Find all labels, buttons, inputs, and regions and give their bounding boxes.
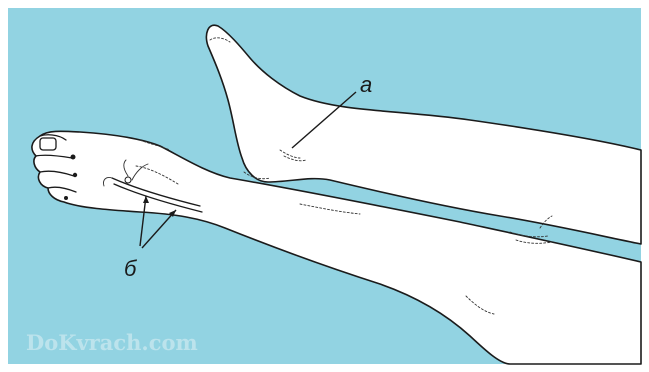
- watermark-text: DoKvrach.com: [26, 330, 198, 355]
- label-b: б: [124, 256, 138, 281]
- label-a: а: [360, 72, 372, 97]
